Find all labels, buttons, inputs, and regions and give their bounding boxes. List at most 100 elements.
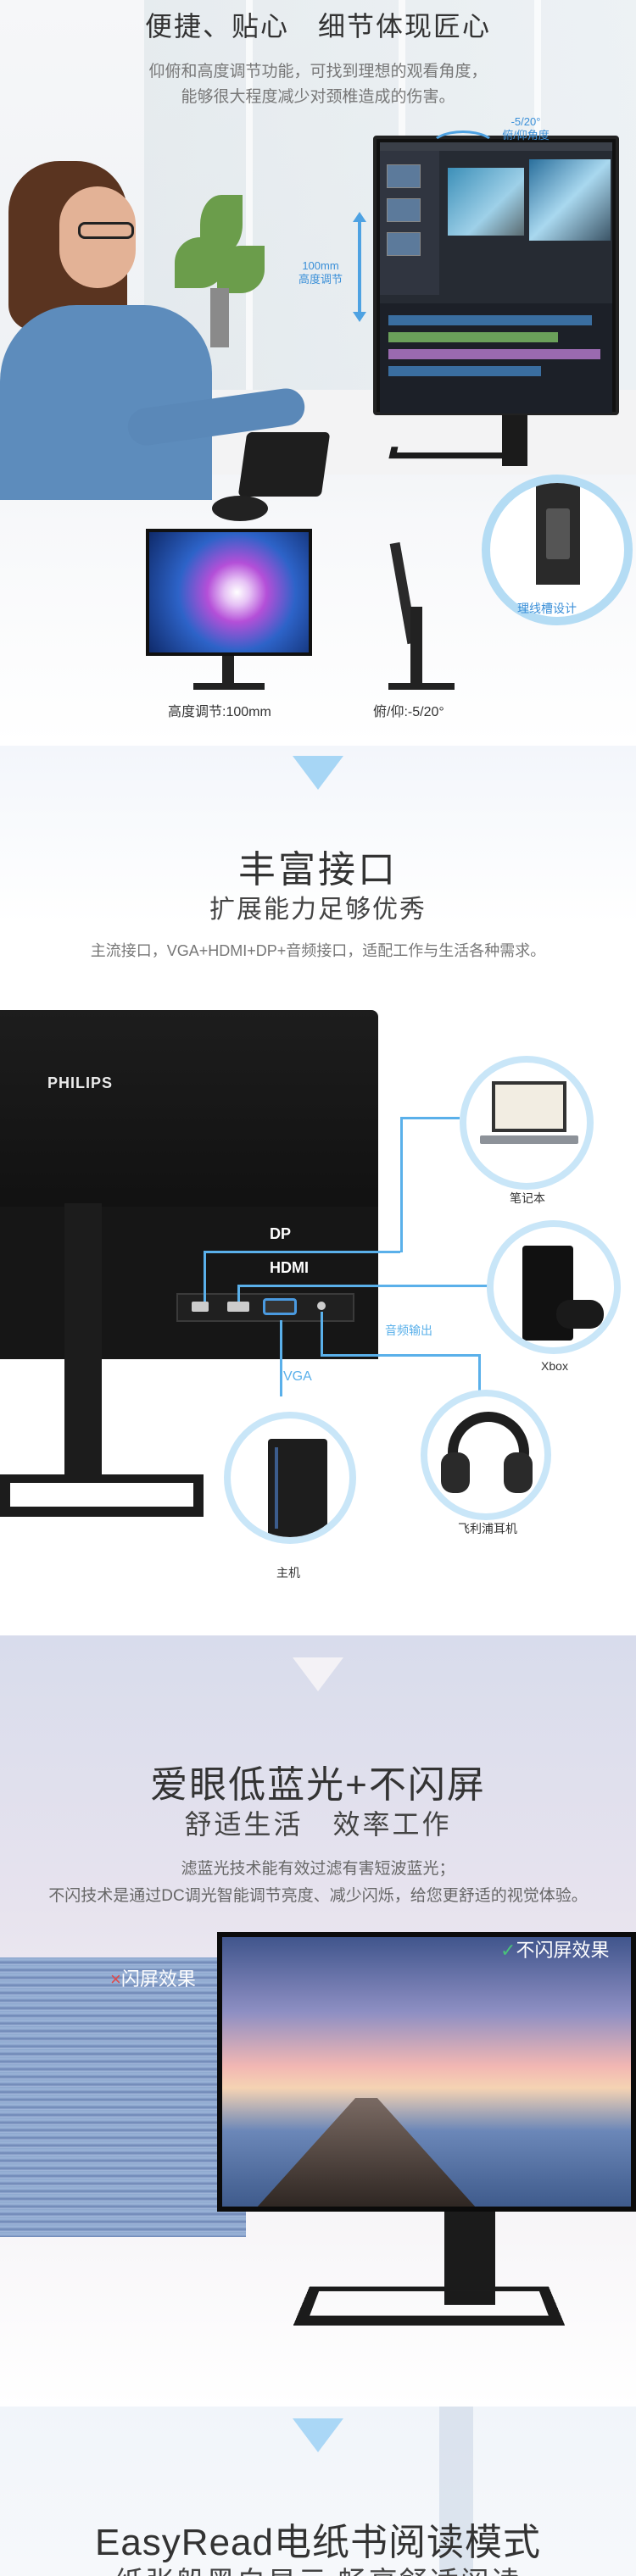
audio-connector-line [321,1354,478,1357]
audio-output-label: 音频输出 [385,1324,432,1337]
tilt-label: 俯/仰角度 [502,129,550,142]
monitor-stand-neck [444,2212,495,2305]
monitor-back-panel: PHILIPS [0,1010,378,1215]
main-monitor [373,136,619,415]
pc-label: 主机 [276,1566,300,1579]
dp-connector-line [400,1117,403,1252]
description-line: 不闪技术是通过DC调光智能调节亮度、减少闪烁，给您更舒适的视觉体验。 [48,1887,588,1905]
clip-thumbnail [387,164,421,188]
height-caption: 高度调节:100mm [168,705,271,719]
vga-connector-line [280,1320,282,1396]
audio-port-icon [317,1302,326,1310]
section-divider-triangle [293,1657,343,1691]
flicker-text: 闪屏效果 [120,1968,196,1990]
section-divider-triangle [293,756,343,790]
connectivity-subtitle: 扩展能力足够优秀 [209,896,427,924]
flicker-screen-sample [0,1957,246,2237]
keyboard-illustration [237,432,331,497]
vga-port-icon [263,1298,297,1315]
background-bar [439,2407,473,2576]
hdmi-label: HDMI [270,1259,309,1276]
front-monitor-illustration [146,529,312,656]
height-label: 高度调节 [298,273,343,286]
hdmi-connector-line [237,1285,492,1287]
laptop-label: 笔记本 [510,1191,545,1205]
tilt-arrow-icon [429,130,497,164]
tilt-callout: -5/20° 俯/仰角度 [492,115,560,142]
stand-neck [64,1203,102,1483]
plant-pot [210,288,229,347]
check-icon: ✓ [500,1940,516,1961]
no-flicker-monitor [217,1932,636,2212]
headphones-label: 飞利浦耳机 [458,1522,517,1535]
easyread-subtitle: 纸张般黑白显示 畅享舒适阅读 [0,2559,636,2576]
eyecare-title: 爱眼低蓝光+不闪屏 [150,1764,486,1806]
no-flicker-effect-label: ✓不闪屏效果 [500,1935,609,1963]
pc-device [224,1412,356,1544]
connectivity-title: 丰富接口 [238,849,398,891]
eyecare-description: 滤蓝光技术能有效过滤有害短波蓝光； 不闪技术是通过DC调光智能调节亮度、减少闪烁… [0,1856,636,1910]
timeline-track [388,349,600,359]
headphones-device [421,1390,551,1520]
dp-connector-line [204,1251,206,1302]
gamepad-icon [556,1300,604,1329]
xbox-device [487,1220,621,1354]
monitor-stand-neck [502,415,527,466]
dp-connector-line [204,1251,400,1253]
ergonomics-title: 便捷、贴心 细节体现匠心 [144,11,491,42]
window-frame [246,0,253,398]
ergonomics-description: 仰俯和高度调节功能，可找到理想的观看角度， 能够很大程度减少对颈椎造成的伤害。 [0,59,636,110]
pier-illustration [256,2098,477,2207]
tower-light [275,1447,278,1529]
connectivity-section: 丰富接口 扩展能力足够优秀 主流接口，VGA+HDMI+DP+音频接口，适配工作… [0,746,636,1635]
no-flicker-text: 不闪屏效果 [516,1940,610,1961]
pc-tower-icon [268,1439,327,1537]
front-monitor-base [193,683,265,690]
monitor-stand-base [293,2286,566,2326]
timeline-track [388,315,592,325]
dp-port-icon [192,1302,209,1312]
monitor-screen [380,142,612,414]
side-monitor-neck [410,607,422,685]
cable-slot [546,508,570,559]
tilt-caption: 俯/仰:-5/20° [373,705,444,719]
dp-label: DP [270,1225,292,1242]
height-callout: 100mm 高度调节 [287,259,354,286]
xbox-label: Xbox [541,1359,568,1373]
vga-label: VGA [283,1369,312,1384]
cable-slot-label: 理线槽设计 [517,602,577,615]
clip-thumbnail [387,232,421,256]
height-value: 100mm [302,259,339,272]
stand-base [0,1474,204,1517]
description-line: 仰俯和高度调节功能，可找到理想的观看角度， [148,63,488,80]
ergonomics-section: 便捷、贴心 细节体现匠心 仰俯和高度调节功能，可找到理想的观看角度， 能够很大程… [0,0,636,746]
section-divider-triangle [293,2418,343,2452]
ear-cup [504,1452,533,1493]
mouse-illustration [212,496,268,521]
laptop-icon [492,1081,566,1132]
flower-wallpaper [149,532,309,652]
laptop-base [480,1135,578,1144]
audio-connector-line [478,1354,481,1418]
ear-cup [441,1452,470,1493]
laptop-device [460,1056,594,1190]
description-line: 滤蓝光技术能有效过滤有害短波蓝光； [181,1860,455,1878]
tilt-value: -5/20° [510,115,541,128]
description-line: 能够很大程度减少对颈椎造成的伤害。 [181,88,455,106]
sunset-pier-wallpaper [222,1937,631,2207]
connectivity-description: 主流接口，VGA+HDMI+DP+音频接口，适配工作与生活各种需求。 [90,942,546,959]
brand-logo: PHILIPS [47,1074,114,1091]
timeline-track [388,332,558,342]
cable-slot-detail [482,475,633,625]
flicker-effect-label: ×闪屏效果 [110,1964,196,1991]
front-monitor-neck [222,656,234,686]
monitor-back-lower [0,1207,378,1359]
easyread-title: EasyRead电纸书阅读模式 [94,2522,541,2563]
editor-timeline [380,303,612,414]
leaf [217,246,265,293]
hdmi-connector-line [237,1285,240,1302]
editor-sidebar [380,151,439,295]
preview-viewer [448,168,524,236]
glasses-icon [78,222,134,239]
plant-illustration [166,178,268,347]
